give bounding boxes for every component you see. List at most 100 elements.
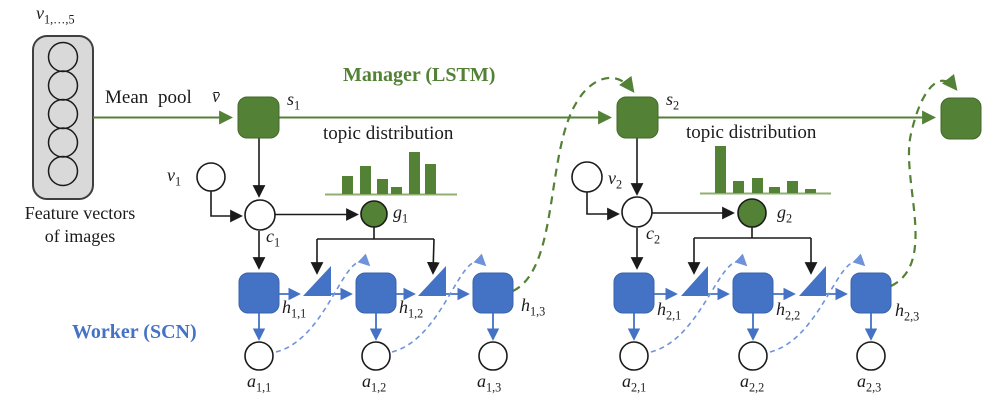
manager-cell-s2 [616, 96, 659, 139]
topic-bar [733, 181, 744, 193]
caption-line-2: of images [44, 225, 116, 246]
topic-bar [752, 178, 763, 193]
a11-to-h12-dashed-arc [275, 253, 371, 353]
manager-dashed-arcs [512, 73, 958, 292]
topic-bar [425, 164, 436, 194]
feature-panel-caption: Feature vectors of images [0, 202, 160, 247]
label-h13-base: h [521, 295, 530, 315]
label-a11-sub: 1,1 [256, 380, 272, 395]
manager-title: Manager (LSTM) [343, 64, 496, 86]
worker-cell-h12 [355, 272, 397, 314]
label-a13-sub: 1,3 [486, 380, 502, 395]
label-v1-base: v [167, 165, 175, 185]
a12-circle [361, 341, 391, 371]
worker-cell-h23 [850, 272, 892, 314]
manager-cell-s3 [940, 97, 982, 140]
label-a22: a2,2 [740, 372, 764, 394]
feature-panel [32, 35, 94, 200]
label-a23-base: a [857, 371, 866, 391]
label-h22-sub: 2,2 [785, 308, 801, 323]
label-g2-sub: 2 [786, 211, 793, 226]
a21-to-h22-dashed-arc [650, 253, 748, 353]
caption-line-1: Feature vectors [24, 203, 136, 223]
a11-circle [244, 341, 274, 371]
label-s2-base: s [666, 89, 674, 109]
v2-circle [571, 161, 603, 193]
label-h11-base: h [282, 297, 291, 317]
label-h21: h2,1 [657, 300, 681, 322]
feature-panel-box [32, 35, 94, 200]
label-c1-base: c [266, 226, 274, 246]
label-s2-sub: 2 [673, 98, 680, 113]
label-a11-base: a [247, 371, 256, 391]
worker-cell-h13 [472, 272, 514, 314]
label-h13-sub: 1,3 [530, 304, 546, 319]
label-g2-base: g [777, 202, 786, 222]
topic-bar [769, 187, 780, 193]
label-h23-sub: 2,3 [904, 309, 920, 324]
label-v2-base: v [608, 168, 616, 188]
label-a12: a1,2 [362, 372, 386, 394]
label-h11-sub: 1,1 [291, 306, 307, 321]
label-h23: h2,3 [895, 301, 919, 323]
topic-distribution-label-2: topic distribution [686, 122, 817, 143]
label-g1-base: g [393, 202, 402, 222]
gate-triangle-1-2 [418, 266, 446, 296]
label-mean-pool: Mean pool [105, 87, 192, 108]
label-v2-sub: 2 [616, 177, 623, 192]
label-c2-base: c [646, 223, 654, 243]
v1-to-c1-arrow [210, 191, 243, 223]
topic-bar [715, 146, 726, 193]
manager-cell-s1 [237, 96, 280, 139]
worker-cells [238, 272, 892, 314]
topic-bar [805, 189, 816, 193]
worker-title: Worker (SCN) [72, 321, 197, 343]
label-v1-sub: 1 [175, 174, 182, 189]
label-g1: g1 [393, 203, 408, 225]
a13-circle [478, 341, 508, 371]
label-a23: a2,3 [857, 372, 881, 394]
feature-vector-circles [47, 41, 79, 187]
label-v-1-5-base: v [36, 3, 44, 23]
g1-branch-line [317, 227, 434, 240]
word-feedback-arcs [275, 253, 866, 353]
label-a12-sub: 1,2 [371, 380, 387, 395]
label-a21: a2,1 [622, 372, 646, 394]
label-h11: h1,1 [282, 298, 306, 320]
label-h12-sub: 1,2 [408, 306, 424, 321]
topic-distribution-chart-2 [700, 146, 831, 193]
topic-distribution-chart-1 [325, 152, 457, 194]
a22-to-h23-dashed-arc [769, 253, 866, 353]
g2-branch-line [694, 227, 811, 239]
label-g1-sub: 1 [402, 211, 409, 226]
label-s1-base: s [287, 89, 295, 109]
g1-to-triangle2-arrow [426, 238, 440, 275]
label-v-1-5-sub: 1,…,5 [44, 12, 75, 27]
c2-circle [621, 196, 653, 228]
label-a13: a1,3 [477, 372, 501, 394]
label-a21-base: a [622, 371, 631, 391]
label-c2-sub: 2 [654, 232, 661, 247]
label-h21-base: h [657, 299, 666, 319]
topic-bar [342, 176, 353, 194]
label-s1-sub: 1 [294, 98, 301, 113]
goal-circles [360, 198, 767, 228]
v1-circle [196, 162, 226, 192]
a12-to-h13-dashed-arc [391, 253, 487, 353]
label-h13: h1,3 [521, 296, 545, 318]
label-v1: v1 [167, 166, 181, 188]
label-a22-sub: 2,2 [749, 380, 765, 395]
label-a13-base: a [477, 371, 486, 391]
gate-triangle-2-2 [799, 266, 826, 296]
topic-bar [409, 152, 420, 194]
chart-baselines [325, 192, 831, 196]
label-s2: s2 [666, 90, 679, 112]
a23-circle [856, 341, 886, 371]
label-vbar-base: v̄ [212, 86, 220, 106]
label-s1: s1 [287, 90, 300, 112]
a22-circle [738, 341, 768, 371]
h13-to-s2-dashed-arc [512, 75, 635, 292]
label-h12: h1,2 [399, 298, 423, 320]
